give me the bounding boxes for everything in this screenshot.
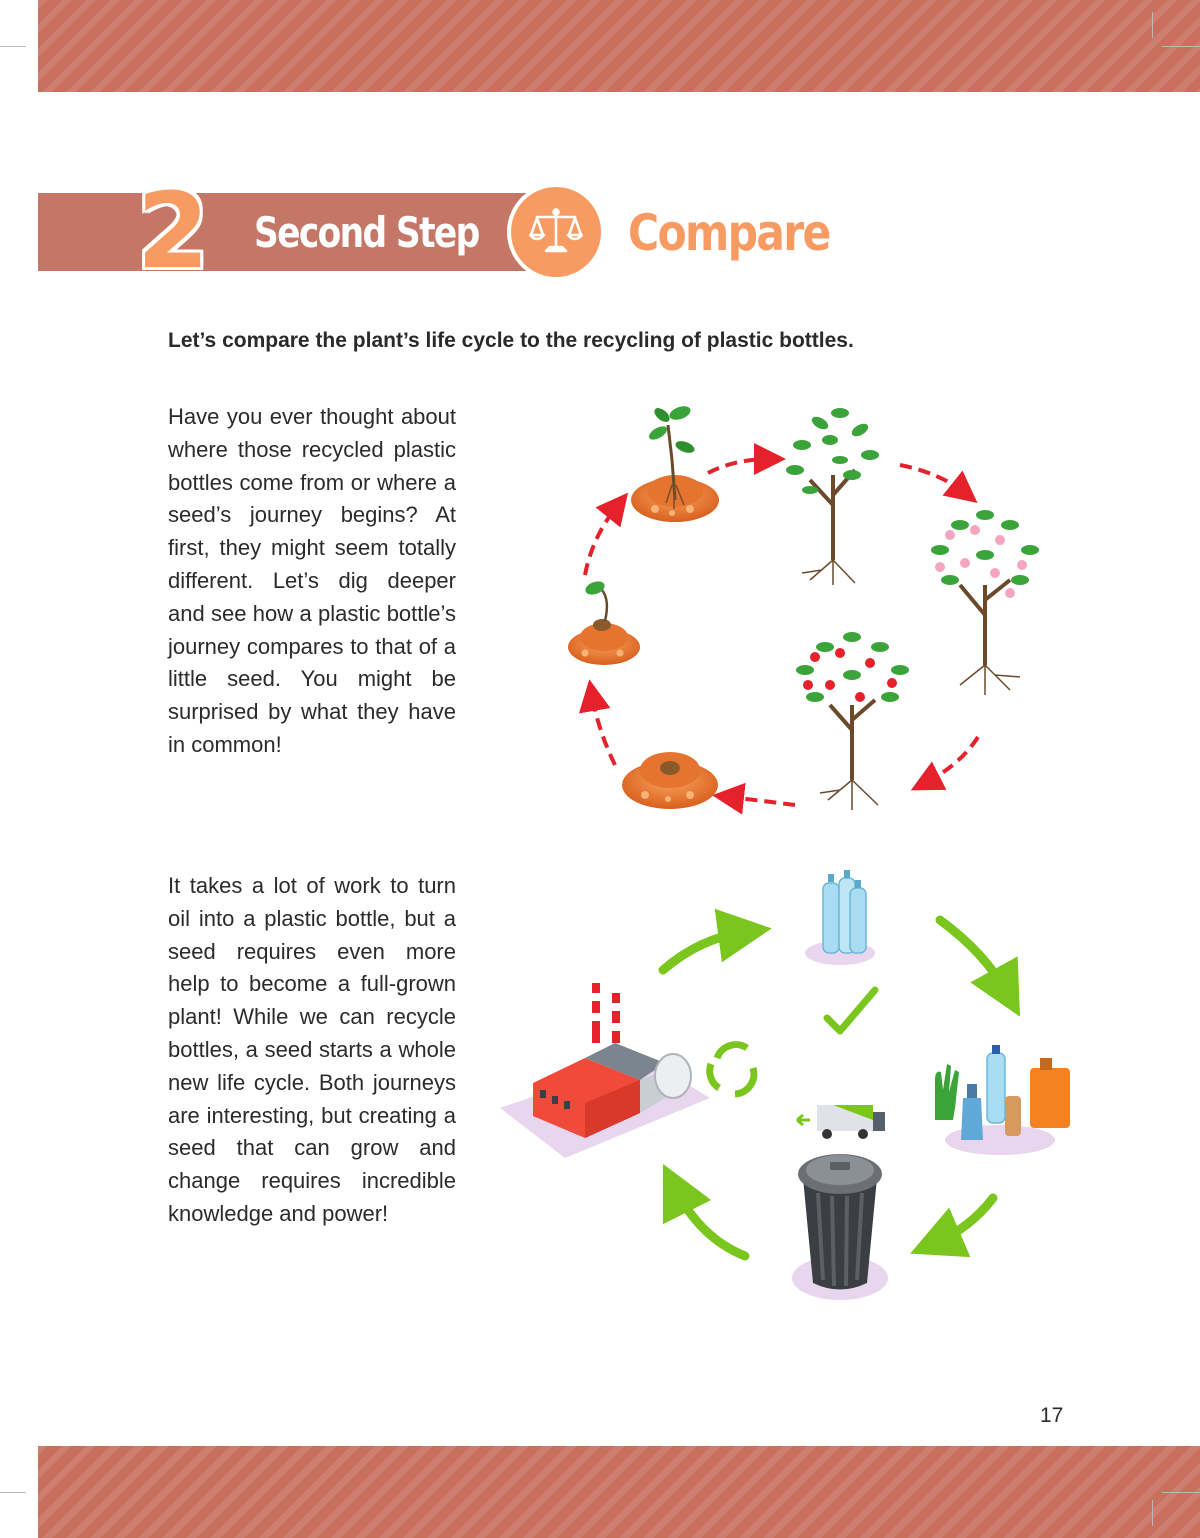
paragraph-plastic-vs-seed: It takes a lot of work to turn oil into … bbox=[168, 873, 456, 1226]
green-arrow-icon bbox=[658, 908, 1021, 1261]
fruit-tree-icon bbox=[796, 632, 909, 810]
top-decorative-band bbox=[38, 0, 1200, 92]
section-title: Compare bbox=[628, 204, 831, 262]
balance-scale-icon bbox=[529, 208, 583, 253]
crop-mark bbox=[1162, 46, 1200, 47]
seedling-icon bbox=[631, 406, 719, 522]
crop-mark bbox=[0, 46, 26, 47]
intro-sentence: Let’s compare the plant’s life cycle to … bbox=[168, 329, 854, 352]
compare-badge bbox=[507, 183, 605, 281]
crop-mark bbox=[1152, 12, 1153, 38]
seed-in-soil-icon bbox=[622, 752, 718, 809]
step-label: Second Step bbox=[254, 208, 480, 257]
crop-mark bbox=[1152, 1500, 1153, 1526]
garbage-truck-icon bbox=[796, 1105, 885, 1139]
plastic-waste-icon bbox=[935, 1045, 1070, 1155]
sprouting-seed-icon bbox=[568, 581, 640, 665]
paragraph-seed-journey: Have you ever thought about where those … bbox=[168, 404, 456, 757]
plastic-bottles-icon bbox=[805, 870, 875, 965]
recycle-icon bbox=[706, 1041, 758, 1098]
trash-can-icon bbox=[792, 1154, 888, 1300]
crop-mark bbox=[0, 1492, 26, 1493]
check-mark-icon bbox=[823, 986, 879, 1035]
flowering-tree-icon bbox=[931, 510, 1039, 695]
factory-icon bbox=[500, 983, 710, 1158]
page-number: 17 bbox=[1040, 1404, 1064, 1427]
plant-life-cycle-illustration bbox=[568, 406, 1039, 815]
young-tree-icon bbox=[786, 408, 879, 585]
crop-mark bbox=[1162, 1492, 1200, 1493]
step-number: 2 bbox=[136, 170, 210, 292]
section-header-bar bbox=[38, 193, 558, 271]
red-arrow-icon bbox=[578, 443, 980, 815]
bottom-decorative-band bbox=[38, 1446, 1200, 1538]
plastic-recycling-cycle-illustration bbox=[500, 870, 1070, 1300]
